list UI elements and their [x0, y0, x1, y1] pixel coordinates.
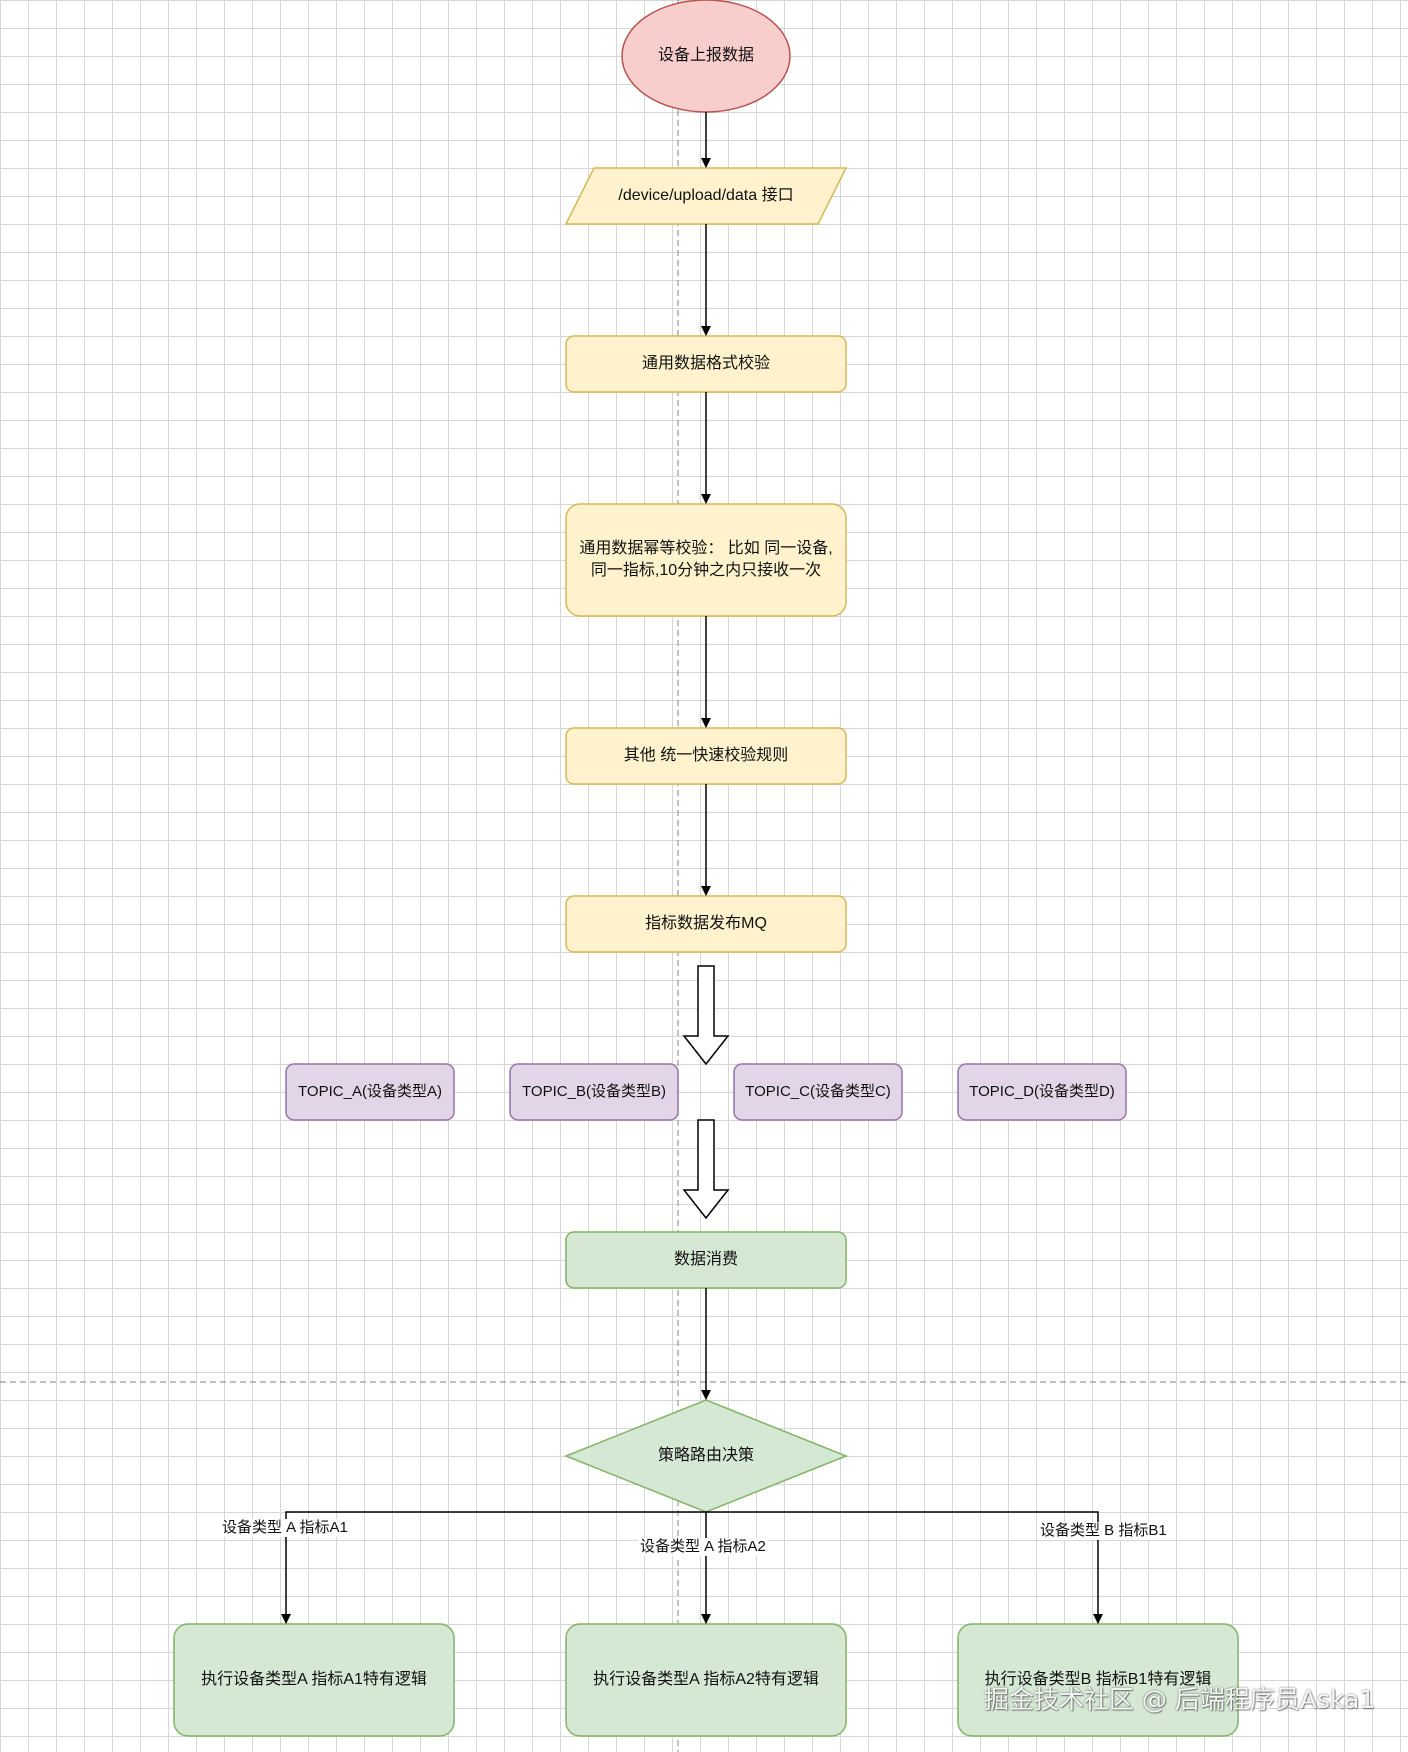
- edge-label-a1: 设备类型 A 指标A1: [220, 1519, 350, 1537]
- quick-check-node-label: 其他 统一快速校验规则: [623, 747, 789, 764]
- edge-label-b1: 设备类型 B 指标B1: [1038, 1522, 1169, 1540]
- topic-c-node-shape[interactable]: [733, 1063, 903, 1121]
- edge-decision-to-a1: [281, 1511, 706, 1624]
- topic-d-node-shape[interactable]: [957, 1063, 1127, 1121]
- publish-mq-node-shape[interactable]: [565, 895, 847, 953]
- topic-b-node-label: TOPIC_B(设备类型B): [522, 1083, 666, 1100]
- topic-d-node-label: TOPIC_D(设备类型D): [969, 1083, 1115, 1100]
- topic-b-node-shape[interactable]: [509, 1063, 679, 1121]
- block-arrow-to-consume: [682, 1119, 730, 1220]
- decision-node-label: 策略路由决策: [657, 1447, 754, 1464]
- exec-b1-node-shape[interactable]: [957, 1623, 1239, 1737]
- format-check-node-label: 通用数据格式校验: [641, 355, 770, 372]
- topic-a-node-label: TOPIC_A(设备类型A): [298, 1083, 442, 1100]
- block-arrow-to-topics: [682, 965, 730, 1066]
- edge-decision-to-b1: [706, 1511, 1103, 1624]
- exec-b1-node-label: 执行设备类型B 指标B1特有逻辑: [984, 1671, 1212, 1688]
- api-node-shape[interactable]: [564, 167, 848, 225]
- exec-a2-node-shape[interactable]: [565, 1623, 847, 1737]
- topic-c-node-label: TOPIC_C(设备类型C): [745, 1083, 891, 1100]
- publish-mq-node-label: 指标数据发布MQ: [645, 915, 767, 932]
- start-node-label: 设备上报数据: [657, 47, 754, 64]
- exec-a1-node-shape[interactable]: [173, 1623, 455, 1737]
- api-node-label: /device/upload/data 接口: [618, 187, 794, 204]
- edge-label-a2: 设备类型 A 指标A2: [638, 1538, 768, 1556]
- topic-a-node-shape[interactable]: [285, 1063, 455, 1121]
- watermark-text: 掘金技术社区 @ 后端程序员Aska1: [984, 1685, 1376, 1714]
- consume-node-label: 数据消费: [673, 1251, 738, 1268]
- idempotent-check-node-label: 通用数据幂等校验： 比如 同一设备,同一指标,10分钟之内只接收一次: [579, 540, 833, 579]
- exec-a1-node-label: 执行设备类型A 指标A1特有逻辑: [201, 1671, 427, 1688]
- exec-a2-node-label: 执行设备类型A 指标A2特有逻辑: [593, 1671, 819, 1688]
